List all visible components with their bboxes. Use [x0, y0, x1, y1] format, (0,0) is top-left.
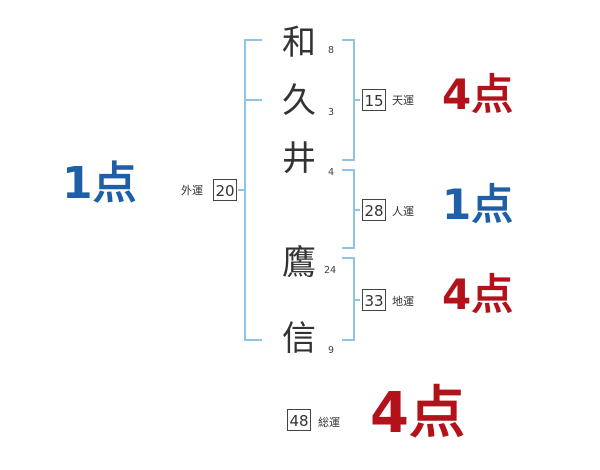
souun-score: 4点: [370, 381, 465, 446]
chiun-value-box: 33: [362, 289, 386, 311]
name-char-1: 和: [282, 23, 316, 63]
stroke-count-2: 3: [328, 107, 335, 118]
jinun-bracket: [342, 169, 355, 249]
chiun-label: 地運: [392, 295, 414, 308]
name-char-4: 鷹: [282, 243, 316, 283]
souun-value-box: 48: [287, 409, 311, 431]
chiun-bracket: [342, 257, 355, 341]
jinun-value-box: 28: [362, 199, 386, 221]
name-char-2: 久: [282, 81, 316, 121]
gaiun-label: 外運: [181, 184, 203, 197]
stroke-count-3: 4: [328, 167, 335, 178]
chiun-score: 4点: [442, 270, 514, 319]
stroke-count-1: 8: [328, 45, 335, 56]
name-char-5: 信: [282, 319, 316, 359]
gaiun-value-box: 20: [213, 179, 237, 201]
name-char-3: 井: [282, 139, 316, 179]
outer-bracket: [244, 39, 262, 341]
souun-label: 総運: [318, 416, 340, 429]
jinun-score: 1点: [442, 180, 514, 229]
tenun-bracket: [342, 39, 355, 161]
stroke-count-4: 24: [324, 265, 337, 276]
jinun-label: 人運: [392, 205, 414, 218]
tenun-score: 4点: [442, 70, 514, 119]
tenun-value-box: 15: [362, 89, 386, 111]
tenun-label: 天運: [392, 94, 414, 107]
gaiun-score: 1点: [62, 158, 137, 209]
stroke-count-5: 9: [328, 345, 335, 356]
